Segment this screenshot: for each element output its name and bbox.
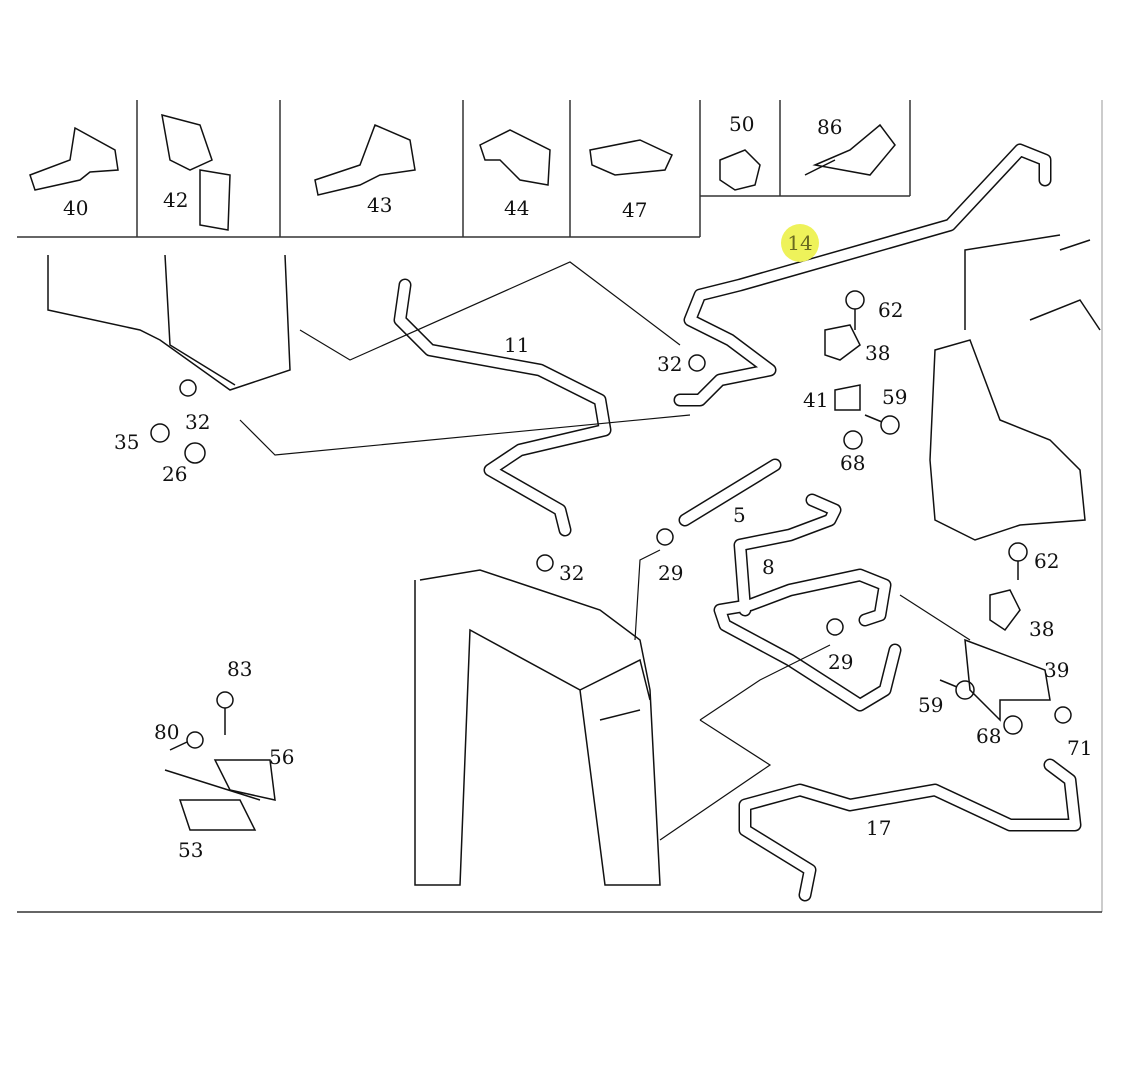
callout-11: 11 [504, 333, 530, 357]
callout-39: 39 [1044, 658, 1070, 682]
callout-53: 53 [178, 838, 204, 862]
header-part-40: 40 [63, 196, 89, 220]
callout-71: 71 [1067, 736, 1093, 760]
leader-lines [239, 261, 971, 841]
callout-38: 38 [1029, 617, 1055, 641]
callout-68: 68 [840, 451, 866, 475]
header-part-86: 86 [817, 115, 843, 139]
callout-29: 29 [658, 561, 684, 585]
header-part-44: 44 [504, 196, 530, 220]
callout-5: 5 [733, 503, 746, 527]
callout-14-highlighted: 14 [781, 224, 819, 262]
callout-56: 56 [269, 745, 295, 769]
header-part-50: 50 [729, 112, 755, 136]
callout-59: 59 [918, 693, 944, 717]
callout-32: 32 [657, 352, 683, 376]
callout-62: 62 [878, 298, 904, 322]
callout-8: 8 [762, 555, 775, 579]
hoses [393, 143, 1082, 902]
callout-62: 62 [1034, 549, 1060, 573]
callout-32: 32 [559, 561, 585, 585]
header-table [17, 100, 911, 238]
callout-59: 59 [882, 385, 908, 409]
callout-80: 80 [154, 720, 180, 744]
frame [17, 100, 1103, 913]
callout-41: 41 [803, 388, 829, 412]
header-part-42: 42 [163, 188, 189, 212]
callout-35: 35 [114, 430, 140, 454]
components [47, 234, 1101, 886]
callout-68: 68 [976, 724, 1002, 748]
callout-38: 38 [865, 341, 891, 365]
callout-29: 29 [828, 650, 854, 674]
header-part-43: 43 [367, 193, 393, 217]
callout-83: 83 [227, 657, 253, 681]
header-part-47: 47 [622, 198, 648, 222]
header-icons [29, 113, 896, 231]
callout-17: 17 [866, 816, 892, 840]
callout-26: 26 [162, 462, 188, 486]
callout-32: 32 [185, 410, 211, 434]
